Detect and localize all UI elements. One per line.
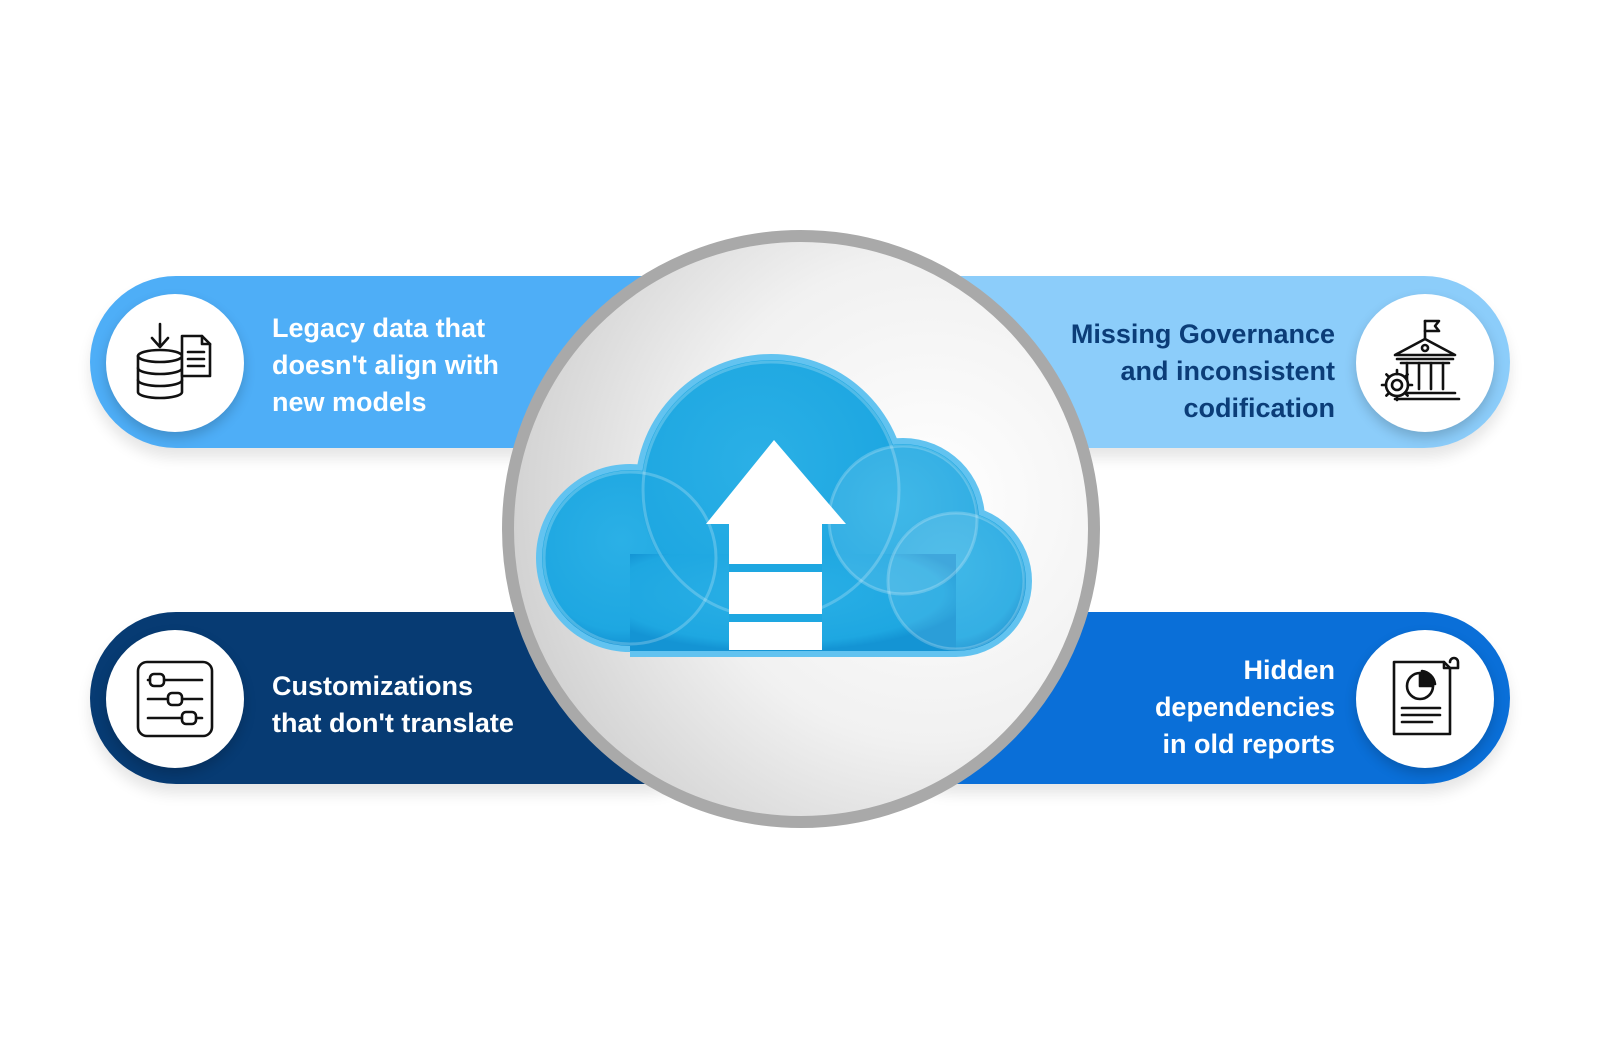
database-document-icon xyxy=(106,294,244,432)
legacy-data-label: Legacy data that doesn't align with new … xyxy=(272,313,499,417)
hidden-dependencies-label: Hidden dependencies in old reports xyxy=(1154,655,1335,759)
sliders-settings-icon xyxy=(106,630,244,768)
customizations-label: Customizations that don't translate xyxy=(272,671,514,738)
governance-label: Missing Governance and inconsistent codi… xyxy=(1070,319,1335,423)
cloud-upload-icon xyxy=(496,224,1106,834)
pie-chart-report-icon xyxy=(1356,630,1494,768)
government-building-gear-icon xyxy=(1356,294,1494,432)
